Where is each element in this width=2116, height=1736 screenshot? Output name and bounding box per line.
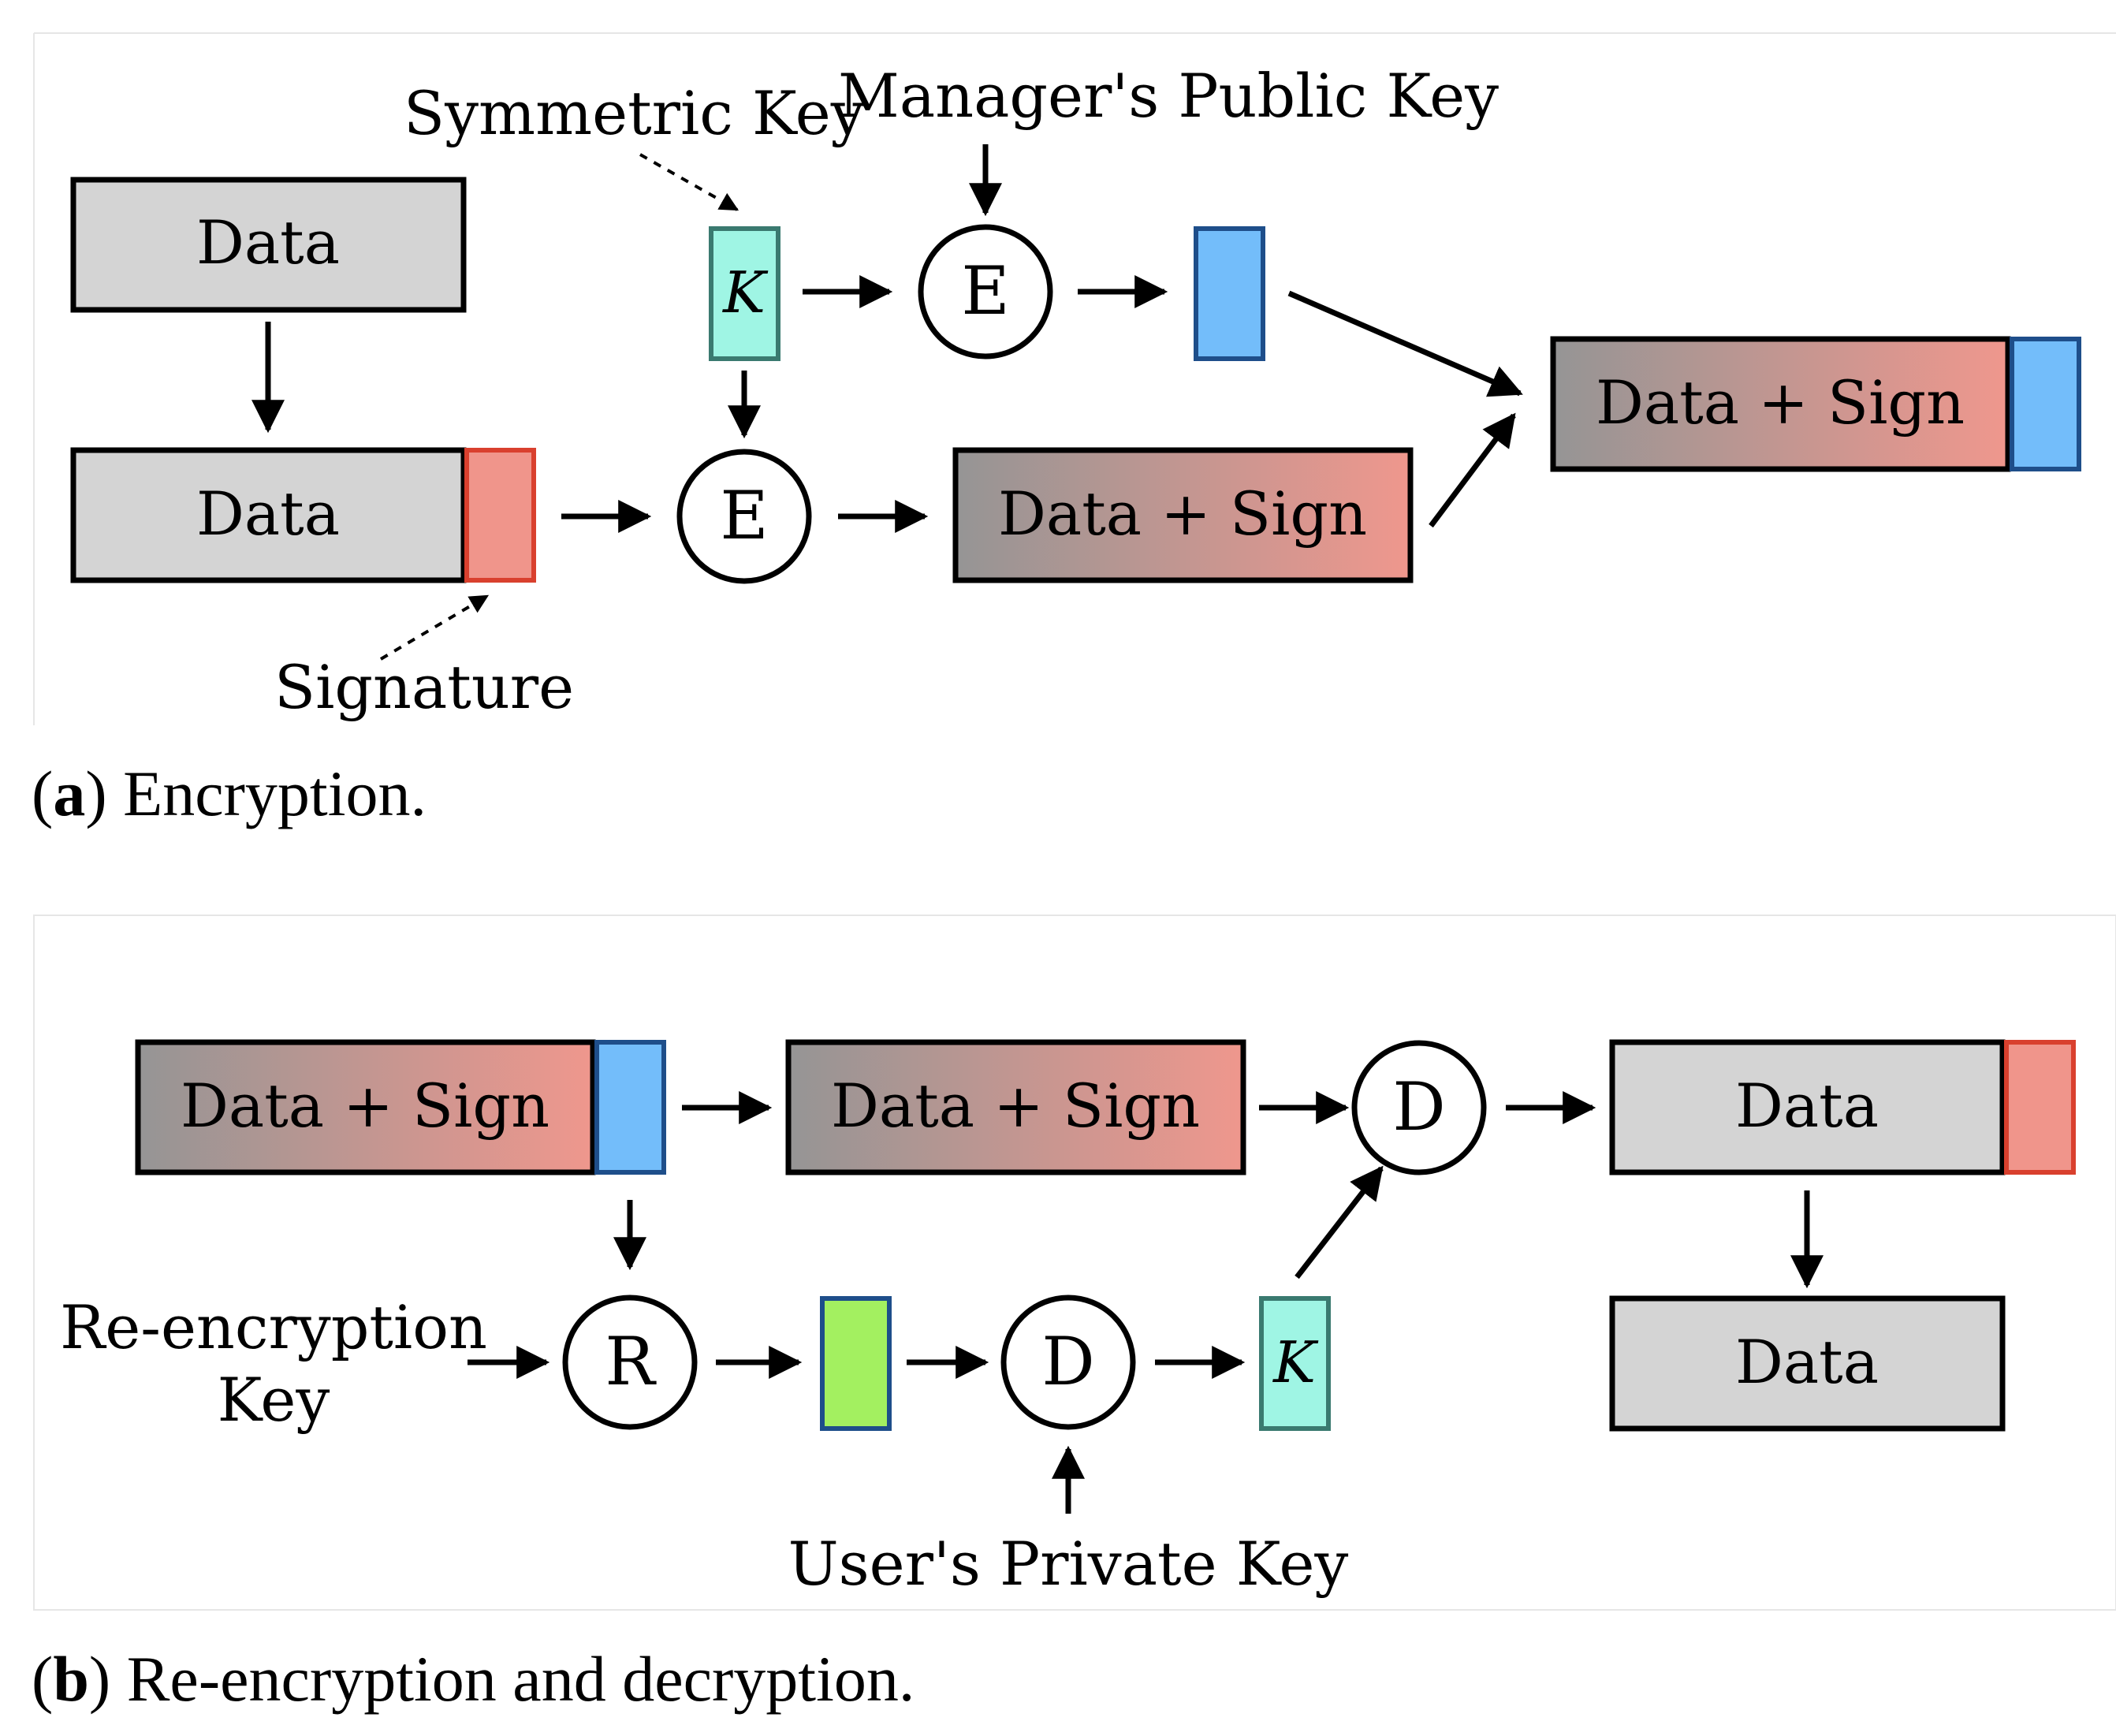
- encrypted-data-box-label: Data + Sign: [998, 479, 1367, 549]
- caption-a-text: Encryption.: [123, 758, 427, 829]
- label-manager-public-key: Manager's Public Key: [838, 61, 1499, 131]
- cipher-body-box-label: Data + Sign: [831, 1071, 1200, 1141]
- final-package-key-block: [2010, 337, 2081, 471]
- caption-b: (b) Re-encryption and decryption.: [32, 1643, 915, 1715]
- encrypt-node-key-label: E: [961, 252, 1009, 330]
- caption-b-letter: b: [53, 1643, 89, 1715]
- cipher-body-box: Data + Sign: [785, 1039, 1246, 1175]
- decrypt-node-key: D: [1000, 1295, 1136, 1430]
- label-signature: Signature: [274, 652, 574, 722]
- input-package-label: Data + Sign: [181, 1071, 549, 1141]
- encrypted-key-block: [1194, 226, 1265, 361]
- caption-a-letter: a: [53, 758, 86, 829]
- reencrypt-node-label: R: [605, 1323, 657, 1400]
- label-symmetric-key: Symmetric Key: [404, 78, 865, 148]
- output-signed-data-label: Data: [1735, 1071, 1879, 1141]
- caption-a: (a) Encryption.: [32, 758, 427, 829]
- label-reencryption-key-line1: Re-encryption: [60, 1292, 487, 1362]
- final-encrypted-package-label: Data + Sign: [1596, 367, 1965, 438]
- encrypted-data-box: Data + Sign: [952, 447, 1414, 583]
- data-box-with-signature: Data: [70, 447, 536, 583]
- final-encrypted-package: Data + Sign: [1550, 336, 2081, 472]
- recovered-key-block: K: [1259, 1296, 1331, 1431]
- label-user-private-key: User's Private Key: [788, 1529, 1349, 1599]
- panel-b: Data + Sign Data + Sign D Data Data: [33, 915, 2116, 1611]
- caption-b-text: Re-encryption and decryption.: [126, 1643, 915, 1715]
- symmetric-key-label: K: [721, 259, 769, 326]
- decrypt-node-data: D: [1351, 1040, 1487, 1175]
- reencrypt-node: R: [562, 1295, 698, 1430]
- output-signature-block: [2004, 1040, 2076, 1175]
- encrypt-node-data: E: [676, 449, 812, 584]
- encrypt-node-key: E: [918, 224, 1053, 359]
- decrypt-node-key-label: D: [1041, 1323, 1094, 1400]
- decrypt-node-data-label: D: [1392, 1068, 1445, 1146]
- data-box-plain-label: Data: [196, 207, 340, 278]
- output-plain-data-label: Data: [1735, 1327, 1879, 1397]
- signature-block: [464, 448, 536, 583]
- data-box-plain: Data: [70, 177, 467, 313]
- input-package-key-block: [594, 1040, 666, 1175]
- panel-a: Symmetric Key Manager's Public Key Signa…: [33, 32, 2116, 725]
- reencrypted-key-block: [820, 1296, 892, 1431]
- label-reencryption-key-line2: Key: [218, 1365, 330, 1435]
- symmetric-key-block: K: [709, 226, 780, 361]
- output-signed-data: Data: [1609, 1039, 2076, 1175]
- output-plain-data: Data: [1609, 1295, 2006, 1432]
- encrypt-node-data-label: E: [720, 477, 768, 554]
- input-package: Data + Sign: [135, 1039, 666, 1175]
- data-box-with-signature-label: Data: [196, 479, 340, 549]
- recovered-key-label: K: [1272, 1329, 1319, 1395]
